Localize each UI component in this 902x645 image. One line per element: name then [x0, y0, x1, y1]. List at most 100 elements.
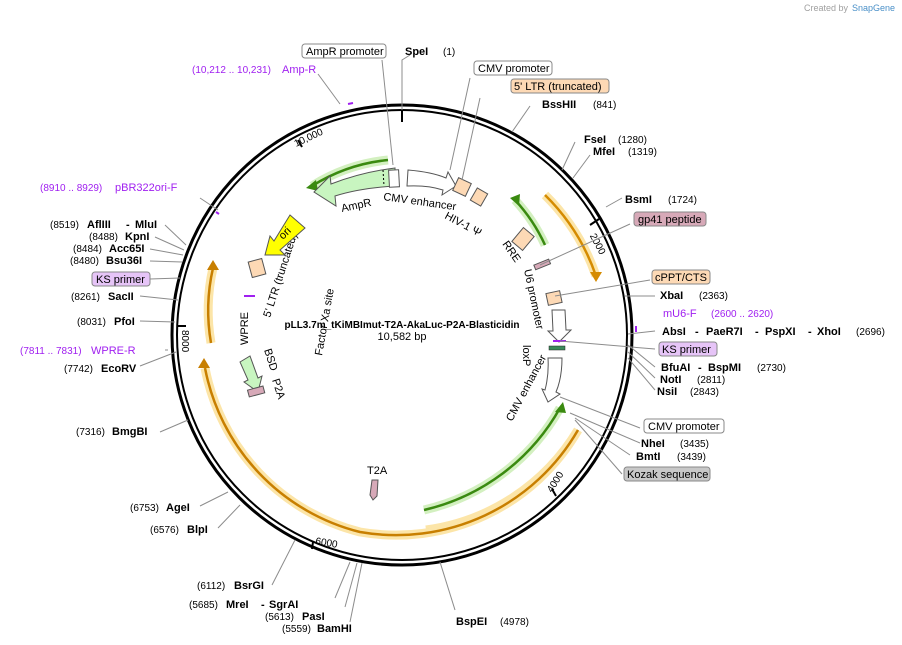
cmv-promoter-bottom-box: CMV promoter	[643, 418, 725, 434]
svg-text:(1319): (1319)	[628, 147, 657, 158]
svg-text:BspMI: BspMI	[708, 362, 741, 374]
cppt-cts-box: cPPT/CTS	[651, 269, 711, 285]
cmv-enhancer-top-feature	[406, 169, 457, 197]
site-bspei: BspEI (4978)	[456, 616, 529, 628]
site-absi: AbsI - PaeR7I - PspXI - XhoI (2696)	[662, 326, 885, 338]
svg-text:NotI: NotI	[660, 374, 681, 386]
orf-arrowhead-gp41	[590, 272, 602, 282]
svg-text:Acc65I: Acc65I	[109, 243, 144, 255]
plasmid-size: 10,582 bp	[378, 331, 427, 343]
svg-text:(7316): (7316)	[76, 427, 105, 438]
u6-label: U6 promoter	[521, 268, 546, 331]
bsd-feature	[239, 355, 263, 393]
site-mrei: (5685) MreI - SgrAI	[189, 599, 298, 611]
svg-text:CMV promoter: CMV promoter	[478, 63, 550, 75]
cmv-promoter-top-box: CMV promoter	[473, 60, 553, 76]
tick-marks	[177, 110, 600, 550]
svg-text:WPRE-R: WPRE-R	[91, 345, 136, 357]
svg-text:(1280): (1280)	[618, 135, 647, 146]
ampr-promoter-feature	[388, 169, 400, 188]
svg-text:(3435): (3435)	[680, 439, 709, 450]
svg-text:AmpR promoter: AmpR promoter	[306, 46, 384, 58]
orf-arrowhead-wpre	[207, 260, 219, 270]
tick-8000: 8000	[179, 330, 190, 353]
svg-text:Kozak sequence: Kozak sequence	[627, 469, 708, 481]
svg-text:Amp-R: Amp-R	[282, 64, 316, 76]
svg-text:(5559): (5559)	[282, 624, 311, 635]
site-pasi: (5613) PasI	[265, 611, 325, 623]
p2a-feature	[246, 385, 266, 398]
svg-text:FseI: FseI	[584, 134, 606, 146]
svg-text:-: -	[698, 362, 702, 374]
svg-text:(10,212 .. 10,231): (10,212 .. 10,231)	[192, 65, 271, 76]
ltr-box-inner	[247, 257, 267, 279]
site-sacii: (8261) SacII	[71, 291, 134, 303]
site-bamhi: (5559) BamHI	[282, 623, 352, 635]
leader-lines	[139, 54, 656, 623]
loxp-label: loxP	[520, 345, 532, 366]
svg-text:BmtI: BmtI	[636, 451, 660, 463]
svg-text:CMV promoter: CMV promoter	[648, 421, 720, 433]
svg-text:BssHII: BssHII	[542, 99, 576, 111]
svg-text:AgeI: AgeI	[166, 502, 190, 514]
svg-text:KS primer: KS primer	[662, 344, 711, 356]
svg-text:MfeI: MfeI	[593, 146, 615, 158]
svg-text:-: -	[261, 599, 265, 611]
site-mfei: MfeI (1319)	[593, 146, 657, 158]
site-nsii: NsiI (2843)	[657, 386, 719, 398]
green-arrowhead-bottom	[555, 402, 566, 413]
site-noti: NotI (2811)	[660, 374, 725, 386]
primer-pbr322ori: (8910 .. 8929) pBR322ori-F	[40, 182, 178, 194]
primer-mu6f: mU6-F (2600 .. 2620)	[663, 308, 773, 320]
svg-text:(8031): (8031)	[77, 317, 106, 328]
rre-box	[511, 226, 535, 252]
svg-text:(6753): (6753)	[130, 503, 159, 514]
svg-text:(1724): (1724)	[668, 195, 697, 206]
primer-wpre-r: (7811 .. 7831) WPRE-R	[20, 345, 136, 357]
green-arrowhead-top	[306, 180, 318, 191]
svg-text:(2600 .. 2620): (2600 .. 2620)	[711, 309, 773, 320]
site-bsshii: BssHII (841)	[542, 99, 616, 111]
svg-text:5' LTR (truncated): 5' LTR (truncated)	[514, 81, 601, 93]
primer-ampr: (10,212 .. 10,231) Amp-R	[192, 64, 316, 76]
hiv1-label: HIV-1 Ψ	[443, 210, 484, 239]
svg-text:EcoRV: EcoRV	[101, 363, 137, 375]
svg-text:PspXI: PspXI	[765, 326, 796, 338]
ks-primer-left-box: KS primer	[91, 271, 151, 287]
t2a-label: T2A	[367, 465, 388, 477]
svg-text:(2696): (2696)	[856, 327, 885, 338]
cmv-enhancer-right-feature	[541, 357, 563, 403]
svg-text:SpeI: SpeI	[405, 46, 428, 58]
svg-text:NsiI: NsiI	[657, 386, 677, 398]
svg-text:(8519): (8519)	[50, 220, 79, 231]
svg-text:(5685): (5685)	[189, 600, 218, 611]
svg-text:PaeR7I: PaeR7I	[706, 326, 743, 338]
svg-text:(8910 .. 8929): (8910 .. 8929)	[40, 183, 102, 194]
kozak-sequence-box: Kozak sequence	[623, 466, 711, 482]
svg-text:BamHI: BamHI	[317, 623, 352, 635]
svg-text:KS primer: KS primer	[96, 274, 145, 286]
svg-text:(2811): (2811)	[697, 375, 725, 386]
svg-text:KpnI: KpnI	[125, 231, 149, 243]
svg-text:XbaI: XbaI	[660, 290, 683, 302]
snapgene-logo-text: SnapGene	[852, 3, 895, 13]
svg-text:(2843): (2843)	[690, 387, 719, 398]
svg-text:(8480): (8480)	[70, 256, 99, 267]
site-fsei: FseI (1280)	[584, 134, 647, 146]
t2a-feature	[369, 479, 379, 501]
svg-text:SacII: SacII	[108, 291, 134, 303]
svg-text:(5613): (5613)	[265, 612, 294, 623]
svg-text:MreI: MreI	[226, 599, 249, 611]
site-blpi: (6576) BlpI	[150, 524, 208, 536]
green-arrowhead-rre	[510, 194, 520, 206]
site-bfuai: BfuAI - BspMI (2730)	[661, 362, 786, 374]
svg-text:pBR322ori-F: pBR322ori-F	[115, 182, 178, 194]
ampr-promoter-box: AmpR promoter	[301, 43, 387, 59]
svg-text:BsmI: BsmI	[625, 194, 652, 206]
cmv-enhancer-top-label: CMV enhancer	[383, 191, 458, 213]
svg-text:(3439): (3439)	[677, 452, 706, 463]
svg-text:(841): (841)	[593, 100, 616, 111]
ks-primer-right-box: KS primer	[658, 341, 718, 357]
svg-text:BsrGI: BsrGI	[234, 580, 264, 592]
